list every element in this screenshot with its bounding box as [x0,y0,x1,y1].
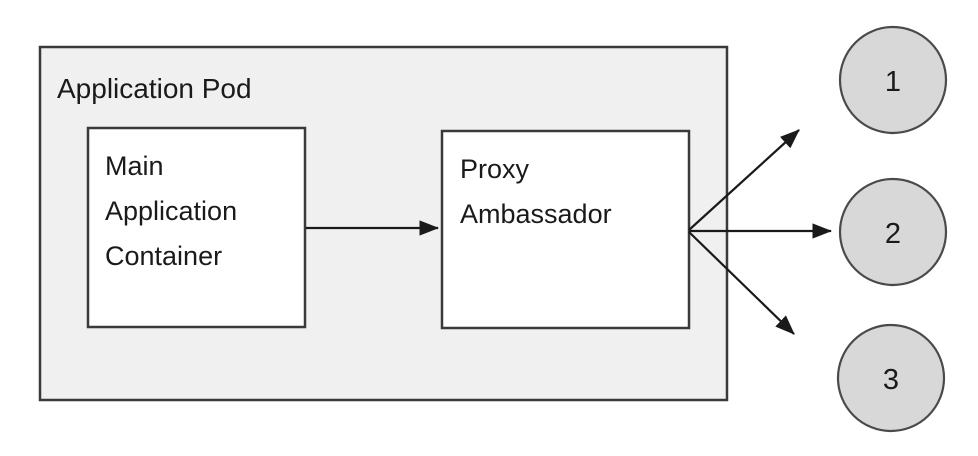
proxy-ambassador-line-2: Ambassador [460,199,612,229]
service-circle-1-shape [838,25,948,135]
arrow-proxy-to-service-1 [688,129,800,231]
service-circle-2[interactable]: 2 [838,177,948,287]
arrow-proxy-to-service-3 [688,231,795,335]
main-application-container-line-1: Main [105,151,164,181]
main-application-container-line-2: Application [105,196,237,226]
service-circle-2-shape [838,177,948,287]
main-application-container[interactable]: Main Application Container [86,126,307,329]
main-application-container-line-3: Container [105,241,222,271]
service-circle-1[interactable]: 1 [838,25,948,135]
service-circle-3-shape [836,323,946,433]
service-circle-1-label: 1 [885,66,901,98]
service-circle-3[interactable]: 3 [836,323,946,433]
main-application-container-rect [86,126,307,329]
proxy-ambassador-line-1: Proxy [460,154,530,184]
service-circle-3-label: 3 [883,364,899,396]
service-circle-2-label: 2 [885,218,901,250]
application-pod-label: Application Pod [57,73,252,104]
proxy-ambassador-container[interactable]: Proxy Ambassador [440,129,691,330]
proxy-ambassador-container-rect [440,129,691,330]
